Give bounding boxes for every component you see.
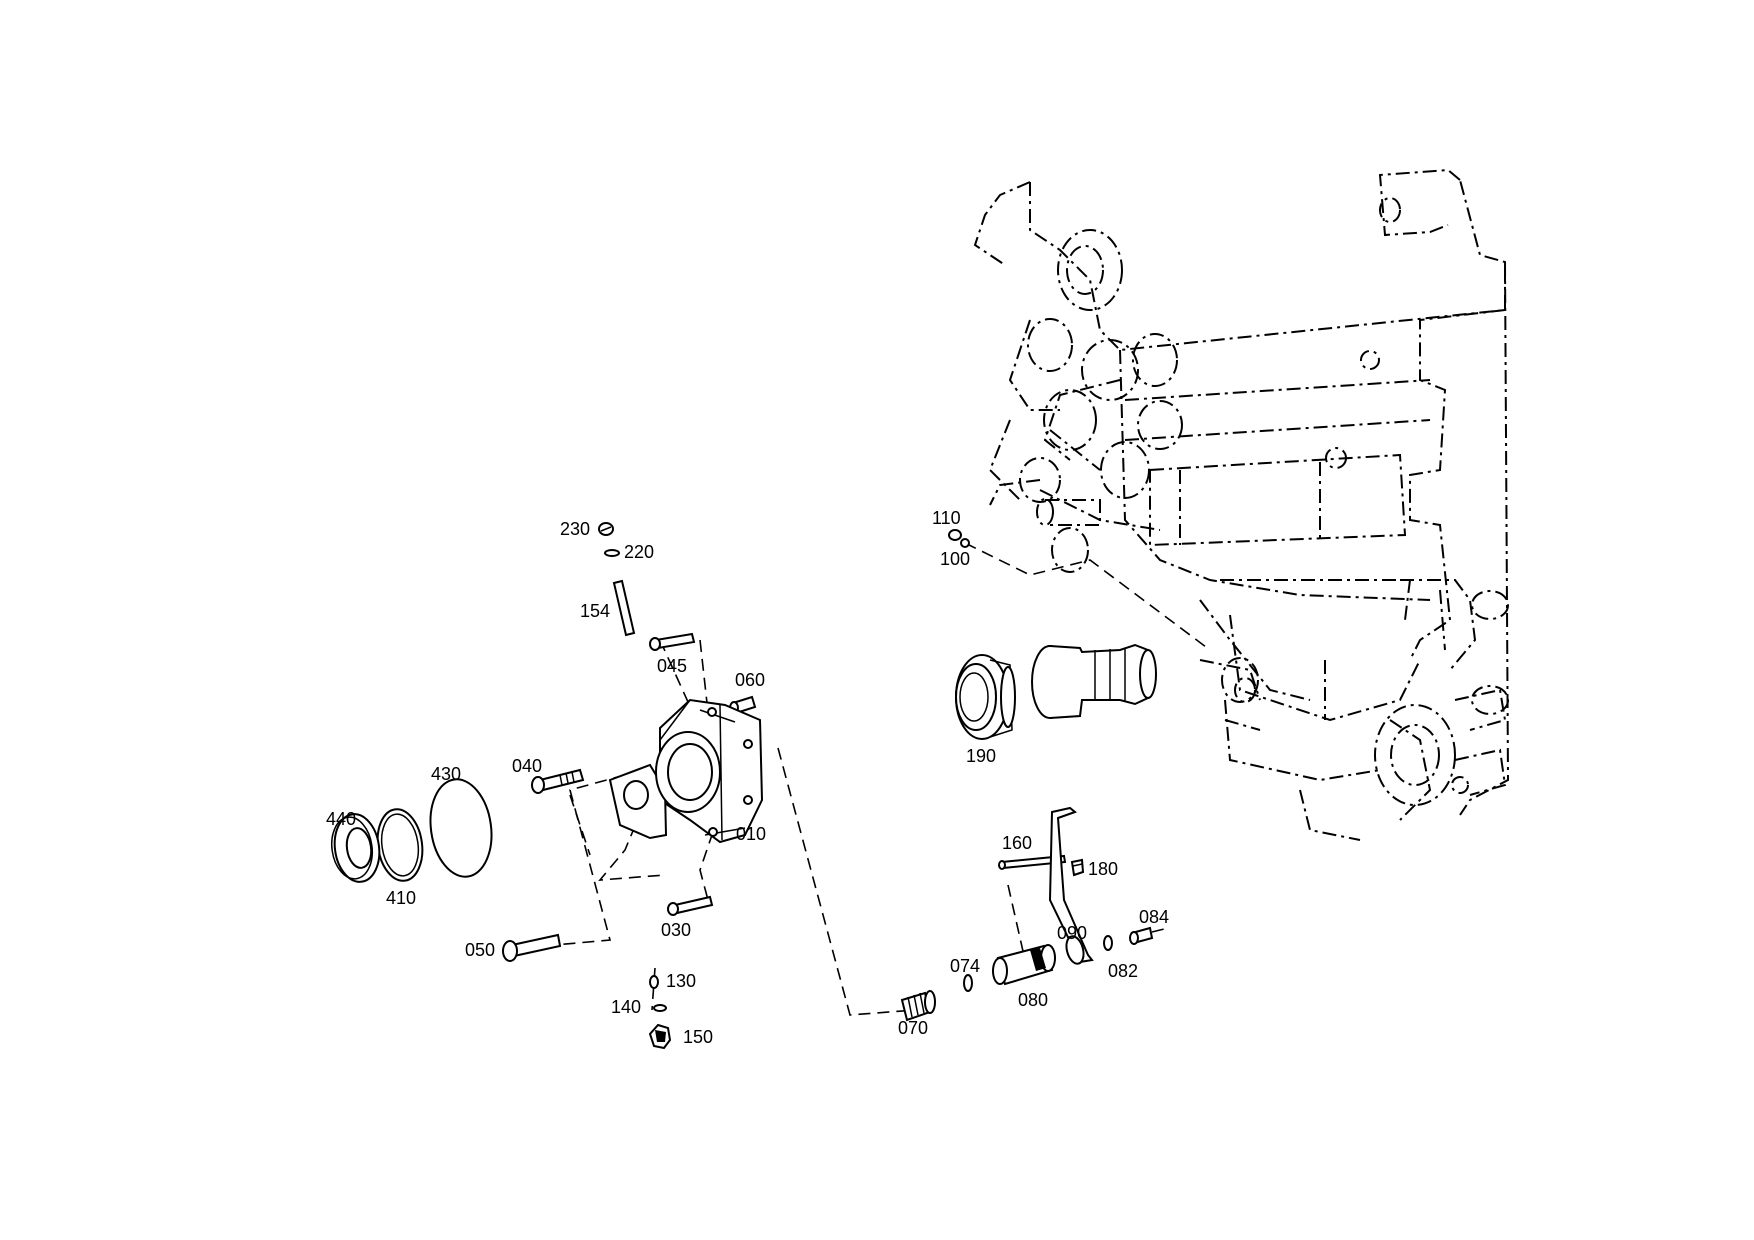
label-090: 090	[1057, 923, 1087, 943]
part-082-icon	[1103, 935, 1113, 951]
part-fork-icon	[1048, 806, 1094, 964]
part-230-icon	[598, 522, 614, 536]
part-154-icon	[612, 579, 636, 637]
transmission-housing	[973, 168, 1510, 841]
label-010: 010	[736, 824, 766, 844]
part-070-spring-icon	[900, 990, 936, 1022]
label-160: 160	[1002, 833, 1032, 853]
part-180-icon	[1070, 858, 1085, 877]
part-040-icon	[531, 768, 585, 794]
label-230: 230	[560, 519, 590, 539]
part-084-icon	[1129, 926, 1169, 945]
part-010-pump-housing-icon	[608, 698, 764, 844]
part-190-shaft-icon	[1031, 643, 1157, 719]
label-030: 030	[661, 920, 691, 940]
part-045-icon	[649, 632, 696, 651]
label-130: 130	[666, 971, 696, 991]
part-430-o-ring-icon	[429, 778, 493, 878]
label-410: 410	[386, 888, 416, 908]
label-150: 150	[683, 1027, 713, 1047]
label-050: 050	[465, 940, 495, 960]
label-154: 154	[580, 601, 610, 621]
label-040: 040	[512, 756, 542, 776]
callout-labels: 230 220 154 045 060 430 040 440 010 410 …	[326, 508, 1169, 1047]
label-430: 430	[431, 764, 461, 784]
label-082: 082	[1108, 961, 1138, 981]
label-190: 190	[966, 746, 996, 766]
label-100: 100	[940, 549, 970, 569]
part-410-snap-ring-icon	[376, 808, 424, 882]
label-045: 045	[657, 656, 687, 676]
part-140-icon	[653, 1004, 667, 1012]
label-074: 074	[950, 956, 980, 976]
part-080-sleeve-icon	[992, 944, 1056, 986]
label-084: 084	[1139, 907, 1169, 927]
label-110: 110	[932, 508, 961, 528]
label-180: 180	[1088, 859, 1118, 879]
label-140: 140	[611, 997, 641, 1017]
part-150-icon	[648, 1023, 672, 1050]
part-100-icon	[960, 538, 970, 548]
part-130-icon	[649, 975, 659, 989]
label-070: 070	[898, 1018, 928, 1038]
part-160-icon	[998, 854, 1067, 870]
label-080: 080	[1018, 990, 1048, 1010]
label-440: 440	[326, 809, 356, 829]
part-074-icon	[963, 974, 973, 992]
part-220-icon	[604, 549, 620, 557]
part-440-seal-icon	[330, 813, 381, 883]
part-090-icon	[1065, 935, 1085, 965]
part-030-icon	[667, 895, 714, 916]
part-110-icon	[948, 529, 962, 541]
part-050-icon	[502, 933, 562, 962]
part-190-gear-icon	[955, 654, 1016, 740]
label-060: 060	[735, 670, 765, 690]
label-220: 220	[624, 542, 654, 562]
